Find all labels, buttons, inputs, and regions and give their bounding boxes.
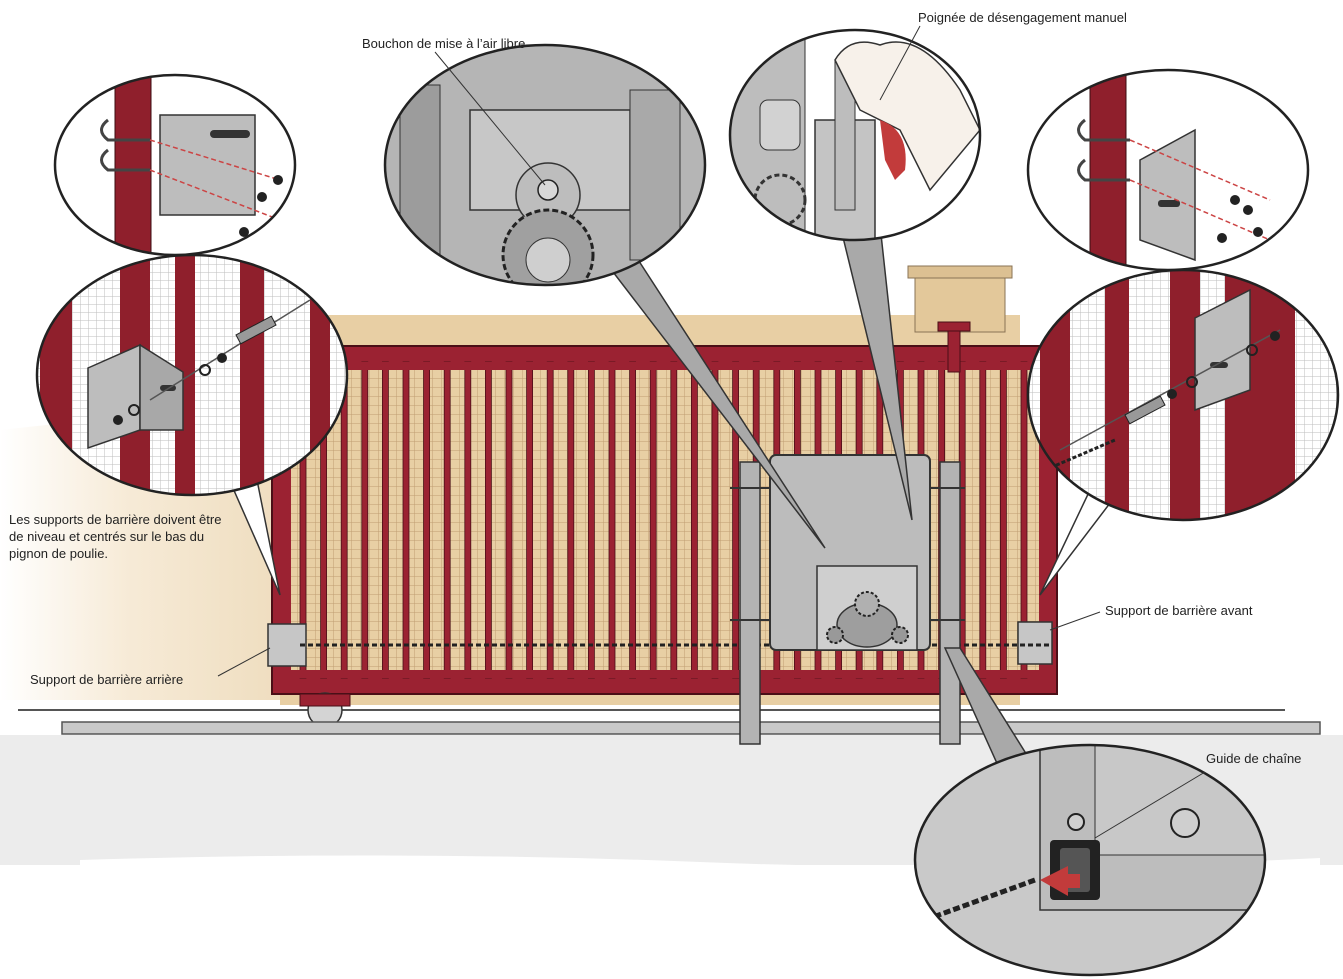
gate-picket [381, 361, 389, 679]
gate-picket [526, 361, 533, 679]
gate-picket [979, 361, 987, 679]
gate-picket [629, 361, 636, 679]
callout-front-post-bracket-top [1026, 68, 1310, 272]
label-rear-bracket: Support de barrière arrière [30, 672, 184, 687]
callout-rear-post-bracket-top [53, 73, 297, 257]
label-vent-plug: Bouchon de mise à l’air libre [362, 36, 526, 51]
leader-front-bracket [1049, 611, 1101, 631]
gate-picket [505, 361, 513, 679]
gate-picket [711, 361, 719, 679]
rear-bracket [267, 623, 307, 667]
gate-picket [402, 361, 410, 679]
label-bracket-note: Les supports de barrière doivent être de… [9, 512, 222, 561]
gate-picket [608, 361, 616, 679]
leader-rear-bracket [217, 647, 271, 677]
gate-picket [546, 361, 554, 679]
callout-vent-plug [383, 43, 707, 287]
track [61, 721, 1321, 735]
gate-operator [730, 454, 965, 745]
sliding-gate [267, 321, 1058, 728]
callout-pointers [223, 224, 1122, 771]
gate-picket [670, 361, 678, 679]
front-bracket [1017, 621, 1053, 665]
gate-picket [649, 361, 657, 679]
gate-picket [484, 361, 492, 679]
gate-picket [340, 361, 348, 679]
gate-picket [691, 361, 698, 679]
callout-front-bracket-detail [1026, 268, 1340, 522]
label-manual-release: Poignée de désengagement manuel [918, 10, 1127, 25]
label-chain-guide: Guide de chaîne [1206, 751, 1302, 766]
label-front-bracket: Support de barrière avant [1105, 603, 1253, 618]
gate-picket [443, 361, 451, 679]
gate-picket [464, 361, 472, 679]
gate-picket [567, 361, 575, 679]
gate-picket [361, 361, 369, 679]
callout-manual-release-handle [728, 25, 982, 242]
gate-picket [588, 361, 595, 679]
callout-rear-bracket-detail [35, 253, 349, 497]
callout-chain-guide [913, 743, 1267, 977]
gate-picket [1000, 361, 1007, 679]
gate-picket [423, 361, 431, 679]
